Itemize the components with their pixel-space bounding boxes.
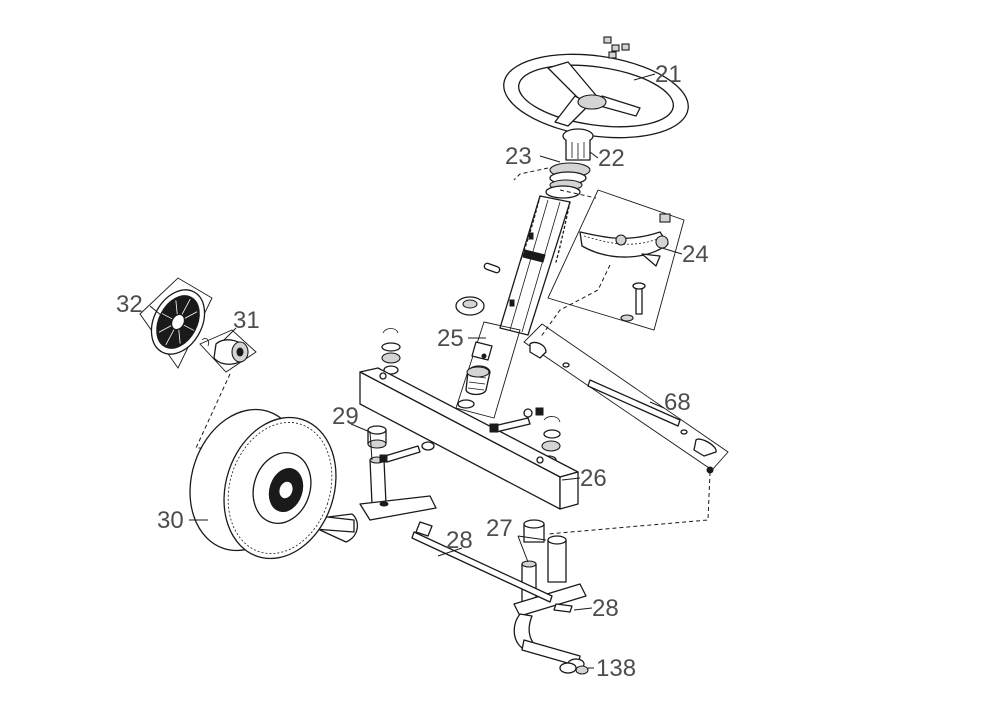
steering-wheel xyxy=(503,53,689,139)
front-axle-beam xyxy=(359,367,579,510)
axle-washers-left xyxy=(381,328,401,375)
label-30: 30 xyxy=(157,507,184,534)
label-27: 27 xyxy=(486,515,513,542)
bellows xyxy=(545,162,591,199)
column-pin xyxy=(483,262,501,274)
steering-column xyxy=(499,195,571,336)
gearbox-dash-line xyxy=(539,264,611,339)
sector-gear-box xyxy=(547,189,685,331)
axle-center-bolt xyxy=(489,407,544,433)
leader-lines xyxy=(149,73,683,669)
column-dash-line-2 xyxy=(559,189,597,199)
label-31: 31 xyxy=(233,307,260,334)
label-23: 23 xyxy=(505,143,532,170)
label-32: 32 xyxy=(116,291,143,318)
front-tire xyxy=(189,408,337,560)
column-dash-line xyxy=(513,167,549,181)
label-24: 24 xyxy=(682,241,709,268)
label-28-tie-rod: 28 xyxy=(446,527,473,554)
hub-adapter xyxy=(562,128,594,161)
label-138: 138 xyxy=(596,655,636,682)
drag-link-dash-line xyxy=(547,471,711,535)
pinion-box xyxy=(455,321,521,419)
spindle-bolt xyxy=(379,445,421,463)
label-26: 26 xyxy=(580,465,607,492)
column-bushing xyxy=(455,296,485,316)
wheel-nuts xyxy=(603,36,630,59)
wheel-hub xyxy=(199,329,257,373)
label-25: 25 xyxy=(437,325,464,352)
label-21: 21 xyxy=(655,61,682,88)
wheel-cap xyxy=(139,277,213,369)
part-labels: 21 22 23 24 25 26 27 28 28 29 30 31 32 6… xyxy=(116,61,709,682)
spindle-bushing-left xyxy=(367,425,387,449)
drag-link-box xyxy=(523,323,729,474)
tie-rod xyxy=(411,521,573,613)
label-68: 68 xyxy=(664,389,691,416)
label-28-pin: 28 xyxy=(592,595,619,622)
label-22: 22 xyxy=(598,145,625,172)
axle-end-washers xyxy=(559,662,589,675)
label-29: 29 xyxy=(332,403,359,430)
